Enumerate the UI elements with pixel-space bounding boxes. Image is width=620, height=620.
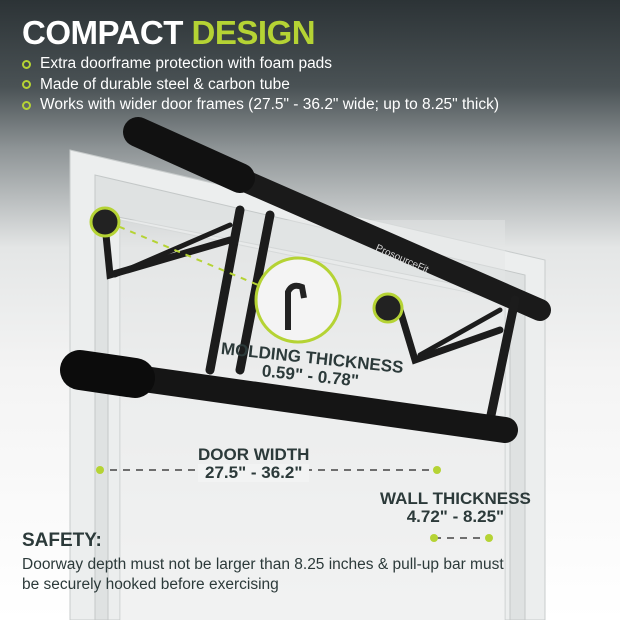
- safety-heading: SAFETY:: [22, 530, 102, 551]
- wall-value: 4.72" - 8.25": [406, 507, 505, 526]
- bullet-icon: [22, 59, 31, 69]
- bullet-icon: [22, 100, 31, 110]
- molding-zoom-circle: [254, 256, 342, 344]
- hook-left-marker: [89, 206, 121, 238]
- title-main: COMPACT: [22, 14, 183, 51]
- door-value: 27.5" - 36.2": [198, 464, 310, 482]
- feature-item: Extra doorframe protection with foam pad…: [22, 54, 499, 75]
- title-accent: DESIGN: [191, 14, 316, 51]
- safety-text: Doorway depth must not be larger than 8.…: [22, 556, 504, 593]
- door-label: DOOR WIDTH: [198, 445, 310, 464]
- page-title: COMPACT DESIGN: [22, 14, 316, 52]
- wall-label: WALL THICKNESS: [380, 489, 531, 508]
- feature-item: Made of durable steel & carbon tube: [22, 75, 499, 96]
- pullup-bar: ProsourceFit: [60, 117, 551, 443]
- feature-text: Works with wider door frames (27.5" - 36…: [40, 96, 500, 113]
- feature-text: Made of durable steel & carbon tube: [40, 75, 290, 93]
- bullet-icon: [22, 80, 31, 90]
- hook-right-marker: [372, 292, 404, 324]
- feature-list: Extra doorframe protection with foam pad…: [22, 54, 499, 116]
- feature-item: Works with wider door frames (27.5" - 36…: [22, 95, 499, 116]
- feature-text: Extra doorframe protection with foam pad…: [40, 55, 333, 72]
